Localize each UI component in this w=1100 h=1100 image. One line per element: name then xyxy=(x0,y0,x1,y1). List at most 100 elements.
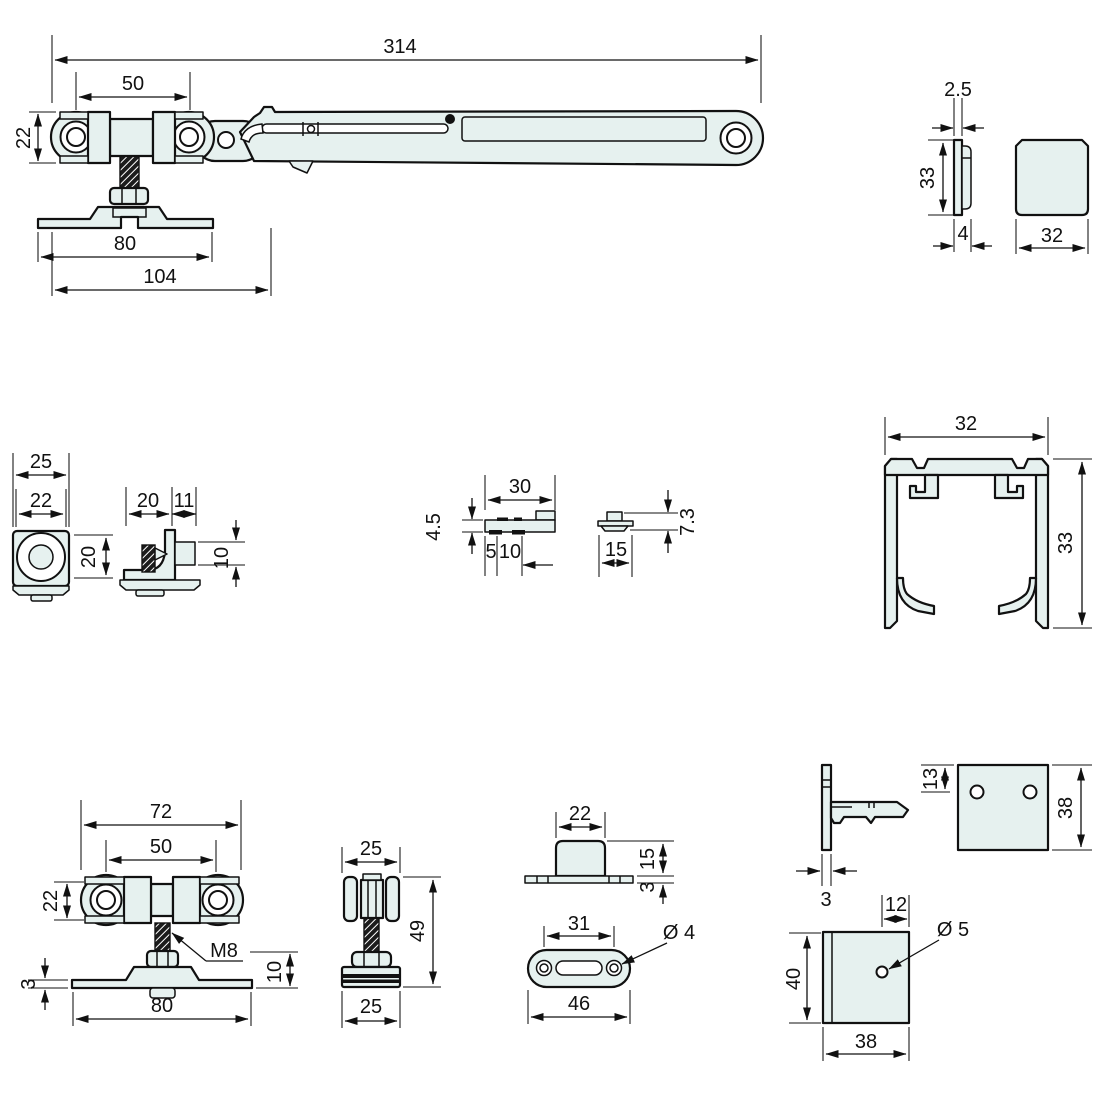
track-clip-drawing: 30 4.5 5 10 15 7.3 xyxy=(423,475,699,577)
guide-roller-hub xyxy=(28,544,54,570)
arm-window xyxy=(461,116,707,142)
end-cap-front xyxy=(1014,138,1090,217)
damper-slot xyxy=(261,123,449,134)
dimension-lines xyxy=(28,800,298,1026)
wall-bracket-drawing: 13 38 3 12 Ø 5 40 38 xyxy=(783,763,1092,1061)
dim-clip-height: 7.3 xyxy=(677,508,699,536)
dim-bracket-height: 40 xyxy=(783,968,805,990)
dim-endcap-depth: 4 xyxy=(957,223,968,245)
arm-tab xyxy=(288,160,314,174)
side-bracket-cap xyxy=(362,873,382,881)
dim-carriage-roller-height: 22 xyxy=(13,127,35,149)
dim-guide-bracket-depth: 20 xyxy=(137,490,159,512)
track-hook-left xyxy=(908,473,940,500)
trolley-side-drawing: 25 49 25 xyxy=(340,838,441,1028)
clip-lip xyxy=(535,510,556,521)
dim-track-height: 33 xyxy=(1055,532,1077,554)
dim-guide-height: 20 xyxy=(78,546,100,568)
screw-hole xyxy=(969,784,985,800)
floor-guide-plate-side xyxy=(524,875,634,884)
dim-clip-width: 15 xyxy=(605,539,627,561)
dim-carriage-roller-spacing: 50 xyxy=(122,73,144,95)
dim-guide-tab-height: 10 xyxy=(211,547,233,569)
slot-hook xyxy=(240,123,264,143)
dim-clip-offset-b: 10 xyxy=(499,541,521,563)
end-cap-drawing: 2.5 33 4 32 xyxy=(917,79,1090,254)
dim-floorguide-plate-thickness: 3 xyxy=(637,881,659,892)
dim-track-width: 32 xyxy=(955,413,977,435)
dim-guide-roller-width: 22 xyxy=(30,490,52,512)
clip-end-view xyxy=(597,511,634,532)
dim-trolley-plate-thickness: 3 xyxy=(18,978,40,989)
track-profile-drawing: 32 33 xyxy=(883,413,1092,630)
bracket-face-bottom xyxy=(821,930,911,1025)
dim-trolley-roller-height: 22 xyxy=(40,890,62,912)
dim-trolley-plate-width: 80 xyxy=(151,995,173,1017)
track-flange-left xyxy=(895,576,936,616)
side-wheel xyxy=(384,875,401,923)
dimension-lines xyxy=(884,417,1092,629)
dim-carriage-overall-width: 104 xyxy=(143,266,176,288)
rivet-dot xyxy=(445,114,455,124)
dim-endcap-lip: 2.5 xyxy=(944,79,972,101)
dim-trolley-roller-spacing: 50 xyxy=(150,836,172,858)
mounting-plate xyxy=(36,205,215,230)
dim-trolley-nut-offset: 10 xyxy=(264,961,286,983)
dim-clip-offset-a: 5 xyxy=(485,541,496,563)
threaded-rod xyxy=(119,155,140,190)
dim-guide-width: 25 xyxy=(30,451,52,473)
track-flange-right xyxy=(997,576,1038,616)
dimension-lines xyxy=(12,453,245,587)
end-cap-lip-side xyxy=(961,145,972,210)
guide-base-tab xyxy=(30,594,53,602)
track-top-deck xyxy=(883,457,1050,477)
trolley-nut xyxy=(145,949,180,969)
screw-hole xyxy=(875,965,889,979)
trolley-lower-nut xyxy=(149,987,176,999)
trolley-plate xyxy=(70,965,254,990)
wheel-bracket xyxy=(59,110,204,165)
dim-endcap-height: 33 xyxy=(917,167,939,189)
dim-carriage-length: 314 xyxy=(383,36,416,58)
door-guide-drawing: 25 22 20 20 11 10 xyxy=(11,451,245,602)
guide-screw-tip xyxy=(154,547,168,561)
track-right-wall xyxy=(1034,457,1050,630)
dim-trolley-width: 72 xyxy=(150,801,172,823)
screw-hole xyxy=(1022,784,1038,800)
side-wheel xyxy=(342,875,359,923)
dim-clip-plate-height: 4.5 xyxy=(423,513,445,541)
trolley-side-rod xyxy=(363,917,380,953)
dim-floorguide-block-height: 15 xyxy=(637,848,659,870)
dim-trolley-side-base-width: 25 xyxy=(360,996,382,1018)
adjust-nut xyxy=(108,186,150,206)
roller-wheel xyxy=(191,873,245,927)
guide-tab-side xyxy=(174,541,196,566)
guide-slot xyxy=(555,960,603,976)
side-bracket xyxy=(359,878,385,920)
label-trolley-thread: M8 xyxy=(210,940,238,962)
bracket-plate-side xyxy=(820,763,833,852)
dim-floorguide-hole-diameter: Ø 4 xyxy=(663,922,695,944)
dim-bracket-hole-diameter: Ø 5 xyxy=(937,919,969,941)
dimension-lines xyxy=(789,764,1092,1061)
trolley-threaded-rod xyxy=(154,922,171,954)
dim-floorguide-block-width: 22 xyxy=(569,803,591,825)
dimension-lines xyxy=(341,847,441,1028)
track-hook-right xyxy=(993,473,1025,500)
link-hole xyxy=(217,131,235,149)
dimension-lines xyxy=(527,812,674,1024)
guide-screw xyxy=(141,544,156,573)
floor-guide-block xyxy=(554,839,607,878)
guide-base-side xyxy=(119,579,201,591)
dim-bracket-width: 38 xyxy=(855,1031,877,1053)
dim-guide-tab-depth: 11 xyxy=(174,490,195,512)
dim-bracket-thickness: 3 xyxy=(820,889,831,911)
bracket-face-top xyxy=(956,763,1050,852)
dim-endcap-width: 32 xyxy=(1041,225,1063,247)
guide-base xyxy=(12,585,70,596)
dimension-lines xyxy=(29,35,762,296)
roller-wheel xyxy=(719,121,753,155)
track-left-wall xyxy=(883,457,899,630)
